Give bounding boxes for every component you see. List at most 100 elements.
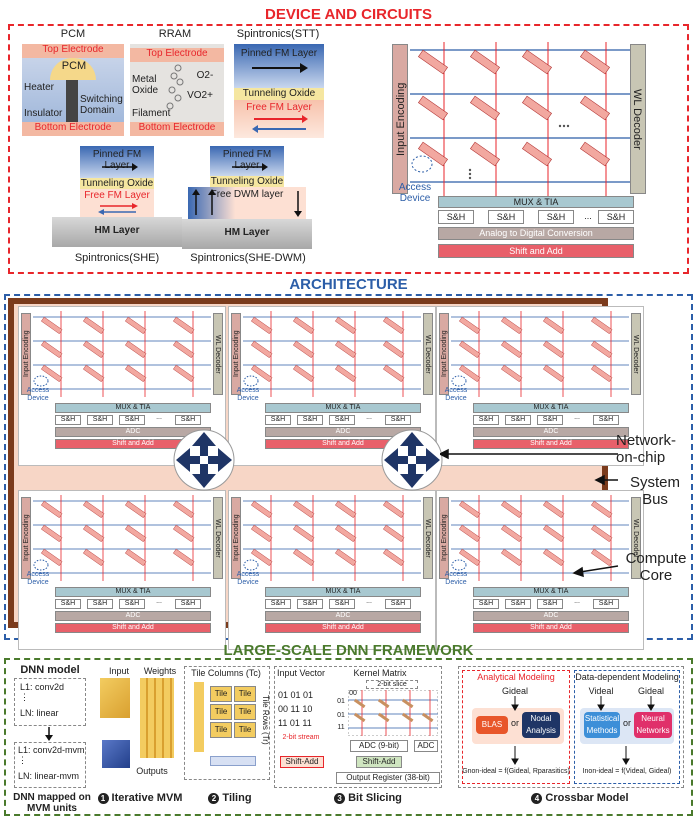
core-sh-4: S&H — [175, 599, 201, 609]
rram-title: RRAM — [158, 28, 192, 40]
pcm-insulator: Insulator — [24, 108, 63, 119]
slicing-shiftadd-red: Shift-Add — [280, 756, 324, 768]
core-sh-4: S&H — [593, 415, 619, 425]
core-wl-decoder: WL Decoder — [631, 313, 641, 395]
analytical-result: Gnon-ideal = f(Gideal, Rparasitics) — [462, 768, 570, 775]
core-sh-dots: ... — [156, 414, 162, 421]
stt-pinned-arrow — [252, 63, 308, 73]
nodal-chip: Nodal Analysis — [522, 712, 560, 738]
core-mux: MUX & TIA — [55, 403, 211, 413]
core-sh-dots: ... — [156, 598, 162, 605]
core-wl-decoder: WL Decoder — [213, 497, 223, 579]
core-sh-1: S&H — [55, 415, 81, 425]
core-crossbar-grid — [33, 495, 211, 581]
core-sh-dots: ... — [574, 598, 580, 605]
core-input-encoding: Input Encoding — [21, 497, 31, 579]
core-access-device: Access Device — [236, 387, 260, 402]
core-sh-3: S&H — [537, 599, 563, 609]
core-adc: ADC — [473, 611, 629, 621]
core-shift-add: Shift and Add — [473, 623, 629, 633]
slicing-caption-text: Bit Slicing — [348, 792, 402, 804]
slicing-adc9: ADC (9-bit) — [350, 740, 408, 752]
core-sh-2: S&H — [87, 415, 113, 425]
core-sh-3: S&H — [119, 599, 145, 609]
dnn-down-arrow-icon — [45, 727, 53, 741]
shedwm-free: Free DWM layer — [210, 189, 284, 200]
analytical-title: Analytical Modeling — [477, 672, 555, 682]
pcm-heater: Heater — [24, 82, 55, 93]
core-crossbar-grid — [33, 311, 211, 397]
architecture-section-title: ARCHITECTURE — [289, 276, 408, 293]
core-sh-4: S&H — [175, 415, 201, 425]
device-panel — [8, 24, 689, 274]
core-input-encoding: Input Encoding — [231, 313, 241, 395]
mvm-weights-label: Weights — [143, 666, 177, 676]
slicing-adc: ADC — [414, 740, 438, 752]
big-sh-1: S&H — [438, 210, 474, 224]
tile-1-2: Tile — [234, 686, 256, 702]
core-crossbar-grid — [451, 495, 629, 581]
rram-filament: Filament — [132, 108, 171, 119]
crossbar-step-number: 4 — [531, 793, 543, 804]
big-sh-2: S&H — [488, 210, 524, 224]
slicing-kernel-grid — [348, 690, 438, 736]
dnn-l1: L1: conv2d — [20, 682, 65, 692]
compute-core-label: Compute Core — [625, 550, 687, 584]
core-input-encoding: Input Encoding — [439, 313, 449, 395]
neural-chip: Neural Networks — [634, 712, 672, 738]
big-adc: Analog to Digital Conversion — [438, 227, 634, 240]
shedwm-title: Spintronics(SHE-DWM) — [190, 252, 306, 264]
mvm-input-label: Input — [108, 666, 130, 676]
slicing-k1: 01 — [337, 698, 345, 705]
core-wl-decoder: WL Decoder — [631, 497, 641, 579]
core-shift-add: Shift and Add — [265, 623, 421, 633]
core-mux: MUX & TIA — [473, 403, 629, 413]
core-wl-decoder: WL Decoder — [213, 313, 223, 395]
core-access-device: Access Device — [236, 571, 260, 586]
core-sh-4: S&H — [385, 415, 411, 425]
core-shift-add: Shift and Add — [473, 439, 629, 449]
she-free: Free FM Layer — [84, 190, 150, 201]
she-hm: HM Layer — [94, 225, 140, 236]
core-adc: ADC — [265, 611, 421, 621]
dnn-vdots-1: ⋮ — [20, 692, 29, 702]
slicing-row-3: 11 01 11 — [278, 718, 312, 728]
core-crossbar-grid — [243, 311, 421, 397]
core-sh-2: S&H — [297, 415, 323, 425]
core-sh-2: S&H — [87, 599, 113, 609]
slicing-2bit-slice: 2-bit slice — [366, 680, 418, 689]
core-adc: ADC — [473, 427, 629, 437]
she-title: Spintronics(SHE) — [74, 252, 160, 264]
she-tunnel: Tunneling Oxide — [80, 178, 154, 189]
core-sh-3: S&H — [329, 415, 355, 425]
mvm-caption-text: Iterative MVM — [111, 792, 183, 804]
shedwm-pinned: Pinned FM Layer — [222, 149, 272, 171]
blas-chip: BLAS — [476, 716, 508, 734]
tile-1-1: Tile — [210, 686, 232, 702]
dnn-model-title: DNN model — [20, 664, 80, 676]
tile-2-2: Tile — [234, 704, 256, 720]
tiling-caption-text: Tiling — [222, 792, 252, 804]
crossbar-model-arrows — [511, 696, 655, 765]
mvm-step-number: 1 — [97, 793, 109, 804]
core-access-device: Access Device — [26, 387, 50, 402]
datadep-or: or — [622, 718, 631, 728]
core-sh-dots: ... — [574, 414, 580, 421]
she-pinned-arrow — [102, 163, 138, 171]
core-sh-2: S&H — [505, 599, 531, 609]
shedwm-hm: HM Layer — [224, 227, 270, 238]
pcm-top-electrode: Top Electrode — [22, 44, 124, 58]
tiling-cols-label: Tile Columns (Tc) — [191, 668, 261, 678]
framework-panel — [4, 658, 693, 816]
shedwm-pinned-arrow — [232, 163, 268, 171]
big-sh-4: S&H — [598, 210, 634, 224]
core-input-encoding: Input Encoding — [231, 497, 241, 579]
crossbar-caption-text: Crossbar Model — [545, 792, 629, 804]
core-mux: MUX & TIA — [55, 587, 211, 597]
big-access-device: Access Device — [398, 182, 432, 204]
datadep-title: Data-dependent Modeling — [575, 672, 679, 682]
